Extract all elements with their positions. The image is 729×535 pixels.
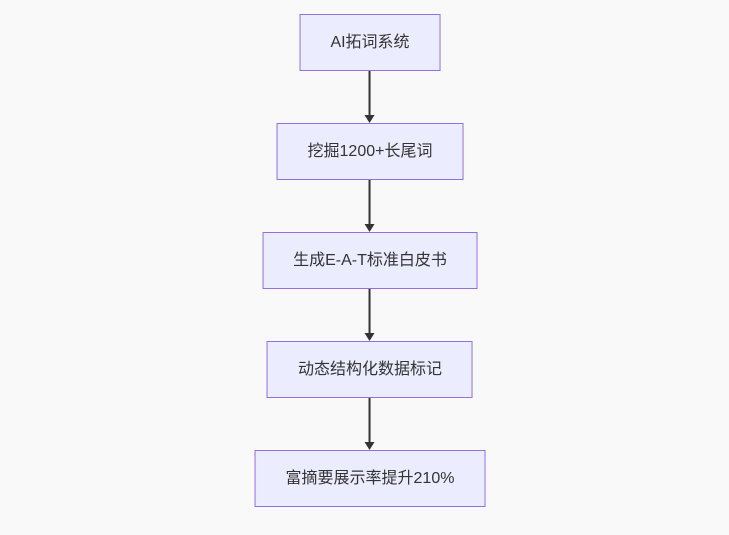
arrow-line (369, 398, 371, 442)
flow-node-label: 生成E-A-T标准白皮书 (293, 251, 447, 269)
flow-node-ai-keyword-system: AI拓词系统 (299, 14, 441, 71)
flow-node-label: AI拓词系统 (330, 33, 410, 51)
flow-node-label: 富摘要展示率提升210% (285, 469, 455, 487)
flow-arrow-down (365, 398, 375, 450)
flow-arrow-down (365, 289, 375, 341)
flow-node-structured-data: 动态结构化数据标记 (266, 341, 473, 398)
arrow-line (369, 71, 371, 115)
arrowhead-down-icon (365, 333, 375, 341)
arrow-line (369, 180, 371, 224)
arrowhead-down-icon (365, 115, 375, 123)
flowchart-canvas: AI拓词系统 挖掘1200+长尾词 生成E-A-T标准白皮书 动态结构化数据标记… (254, 14, 486, 507)
flow-node-longtail-mining: 挖掘1200+长尾词 (276, 123, 464, 180)
flow-node-rich-snippet-result: 富摘要展示率提升210% (254, 450, 486, 507)
arrowhead-down-icon (365, 224, 375, 232)
flow-node-label: 动态结构化数据标记 (297, 360, 442, 378)
arrowhead-down-icon (365, 442, 375, 450)
flow-node-label: 挖掘1200+长尾词 (307, 142, 433, 160)
flow-arrow-down (365, 71, 375, 123)
arrow-line (369, 289, 371, 333)
flow-node-eat-whitepaper: 生成E-A-T标准白皮书 (262, 232, 478, 289)
flow-arrow-down (365, 180, 375, 232)
